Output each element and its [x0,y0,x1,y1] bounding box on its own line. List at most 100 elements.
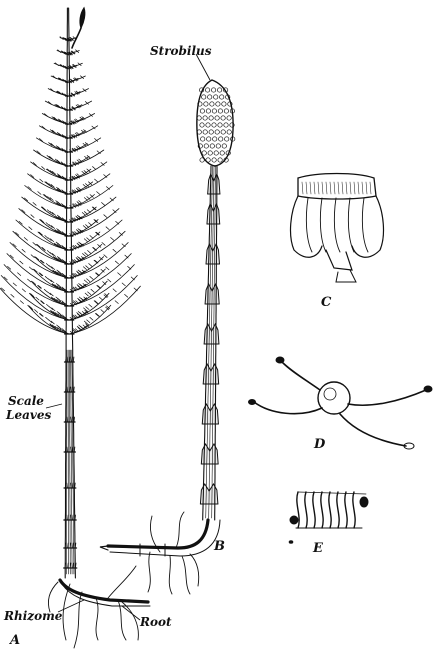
branch-node-a [18,273,21,276]
root-b [148,552,150,592]
cap-hatch [366,182,367,194]
cap-hatch [330,182,331,194]
elater-d-3 [254,402,322,414]
label-b: B [214,540,225,553]
strobilus-scale [220,95,224,99]
label-leaves: Leaves [6,409,51,421]
label-root: Root [140,616,172,628]
sporangium-c-lobe [306,198,312,252]
cap-hatch [338,182,339,194]
branch-node-a [11,294,14,297]
stem-a-rib [69,350,70,574]
root-b [176,512,184,548]
branch-node-a [24,237,27,240]
branch-node-a [87,320,90,323]
branch-node-a [87,238,90,241]
strobilus-scale [206,158,210,162]
branch-node-a [84,212,87,215]
strobilus-scale [215,130,219,134]
branch-node-a [97,192,100,195]
branch-node-a [101,310,104,313]
branch-node-a [79,325,82,328]
root-b [190,554,199,586]
strobilus-scale [215,116,219,120]
strobilus-scale [221,130,225,134]
scale-leaf-tooth-a [73,357,74,362]
branch-node-a [88,251,91,254]
scale-leaf-tooth-a [72,515,73,520]
cap-hatch [326,182,327,194]
root-a [74,592,82,648]
strobilus-scale [222,102,226,106]
elater-d-tip [276,357,284,363]
elater-d-2 [348,390,426,405]
elater-e-knob [290,516,298,524]
spore-d-highlight [324,388,336,400]
branch-node-a [84,198,87,201]
branch-node-a [125,255,128,258]
branch-node-a [115,261,118,264]
branch-node-a [87,210,90,213]
sporangium-c-lobe [320,198,326,252]
cap-hatch [370,182,371,194]
elater-e-coil [353,492,355,528]
cap-hatch [334,182,335,194]
strobilus-scale [225,137,229,141]
sporangiophore-cap [298,174,376,200]
strobilus-scale [216,102,220,106]
branch-node-a [38,192,41,195]
branch-node-a [22,249,25,252]
branch-node-a [86,225,89,228]
label-a: A [10,634,20,647]
strobilus-scale [209,130,213,134]
rhizome-b [108,520,208,548]
strobilus-scale [216,144,220,148]
branch-node-a [104,255,107,258]
cap-hatch [310,182,311,194]
branch-node-a [31,215,34,218]
branch-node-a [31,255,34,258]
strobilus-scale [221,116,225,120]
elater-d-tip [424,386,432,392]
branch-node-a [91,289,94,292]
branch-node-a [82,212,85,215]
strobilus-scale [222,144,226,148]
branch-node-a [46,264,49,267]
branch-node-a [95,179,98,182]
strobilus-scale [224,109,228,113]
branch-node-a [78,311,81,314]
branch-node-a [40,179,43,182]
strobilus-scale [204,102,208,106]
cap-hatch [318,182,319,194]
branch-node-a [79,284,82,287]
rhizome-b-tip [100,546,108,550]
strobilus-scale [227,116,231,120]
branch-node-a [93,167,96,170]
branch-node-a [102,243,105,246]
branch-node-a [85,253,88,256]
branch-node-a [20,261,23,264]
branch-node-a [118,273,121,276]
elater-e-coil [321,492,323,528]
branch-node-a [44,289,47,292]
strobilus-scale [202,151,206,155]
cap-hatch [362,182,363,194]
strobilus-scale [214,95,218,99]
branch-node-a [87,279,90,282]
branch-node-a [86,266,89,269]
strobilus-scale [210,102,214,106]
branch-node-a [35,310,38,313]
strobilus-scale [224,123,228,127]
cap-hatch [350,182,351,194]
strobilus-scale [208,151,212,155]
root-a [63,584,70,640]
branch-node-a [134,288,137,291]
branch-node-a [85,293,88,296]
branch-node-a [88,292,91,295]
branch-node-a [89,223,92,226]
branch-node-a [20,301,23,304]
strobilus-scale [218,123,222,127]
branch-node-a [45,276,48,279]
